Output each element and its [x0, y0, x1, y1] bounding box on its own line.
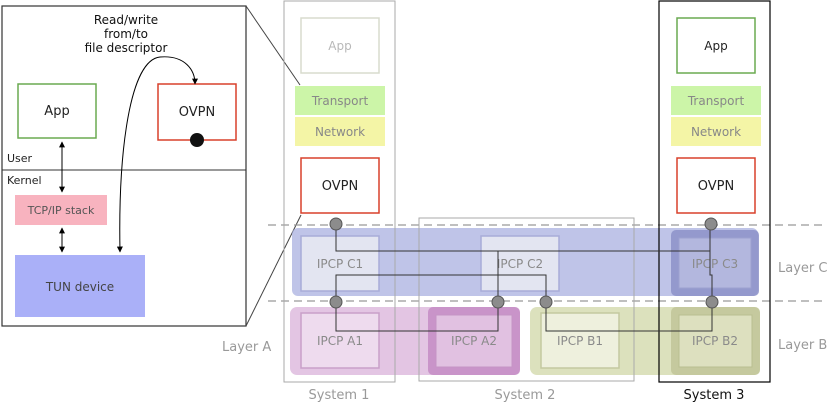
node-system2-a [491, 295, 505, 309]
connection-c3-b2 [709, 251, 713, 302]
system2-label: System 2 [495, 388, 556, 403]
node-system3-upper [704, 217, 718, 231]
system2-frame [418, 217, 635, 382]
connection-c1-b1 [335, 274, 547, 302]
system3-network-label: Network [691, 125, 741, 139]
system1-transport-label: Transport [311, 94, 369, 108]
ipcp-c1-box [300, 235, 380, 292]
ipcp-a2-label: IPCP A2 [451, 334, 497, 348]
system1-app-box [300, 17, 380, 74]
ipcp-b1-box [540, 312, 620, 369]
system3-label: System 3 [684, 388, 745, 403]
system3-network-box [671, 117, 761, 146]
zoom-line-bottom [245, 214, 302, 327]
ipcp-c2-label: IPCP C2 [497, 257, 543, 271]
system3-transport-label: Transport [687, 94, 745, 108]
user-label: User [7, 152, 33, 165]
system1-ovpn-box [300, 157, 380, 214]
system1-ovpn-label: OVPN [322, 179, 358, 194]
ipcp-b1-label: IPCP B1 [557, 334, 603, 348]
ovpn-tun-curve-arrow [116, 56, 198, 253]
ipcp-c3-box [678, 237, 752, 289]
tcpip-stack-box [15, 195, 107, 225]
inset-panel: Read/write from/to file descriptor App O… [1, 5, 247, 327]
system3-ovpn-label: OVPN [698, 179, 734, 194]
ipcp-a2-box [435, 314, 513, 368]
inset-ovpn-socket [190, 133, 204, 147]
layer-a-label: Layer A [222, 340, 271, 355]
inset-app-box [17, 83, 97, 139]
system3-app-label: App [704, 39, 727, 53]
layer-b-label: Layer B [778, 338, 827, 353]
inset-annotation-line3: file descriptor [85, 41, 168, 55]
ipcp-b2-box [678, 314, 753, 368]
zoom-line-top [245, 5, 301, 86]
system1-app-label: App [328, 39, 351, 53]
ipcp-c1-label: IPCP C1 [317, 257, 363, 271]
ipcp-a1-box [300, 312, 380, 369]
node-system2-b [539, 295, 553, 309]
node-system1-lower [329, 295, 343, 309]
connection-b1-b2 [545, 302, 713, 332]
flow-nodes [329, 217, 719, 309]
system1-network-box [295, 117, 385, 146]
connection-a1-a2 [335, 302, 499, 332]
inset-app-label: App [44, 104, 69, 119]
layer-c-label: Layer C [778, 261, 827, 276]
system3-app-box [676, 17, 756, 74]
flow-connections [335, 224, 713, 332]
inset-annotation-line2: from/to [104, 27, 148, 41]
inset-ovpn-label: OVPN [179, 105, 215, 120]
inset-annotation-line1: Read/write [94, 13, 158, 27]
ipcp-c3-label: IPCP C3 [692, 257, 738, 271]
system3-ovpn-box [676, 157, 756, 214]
node-system3-lower [705, 295, 719, 309]
tun-device-box [15, 255, 145, 317]
system3-frame [658, 0, 771, 383]
system1-label: System 1 [309, 388, 370, 403]
node-system1-upper [329, 217, 343, 231]
ipcp-b2-label: IPCP B2 [692, 334, 738, 348]
system1-transport-box [295, 86, 385, 115]
system3-transport-box [671, 86, 761, 115]
tcpip-stack-label: TCP/IP stack [27, 204, 95, 217]
connection-c1-c3 [335, 224, 711, 252]
system1-network-label: Network [315, 125, 365, 139]
ipcp-a1-label: IPCP A1 [317, 334, 363, 348]
tun-device-label: TUN device [45, 280, 114, 294]
kernel-label: Kernel [7, 174, 42, 187]
system1-frame [283, 0, 396, 383]
